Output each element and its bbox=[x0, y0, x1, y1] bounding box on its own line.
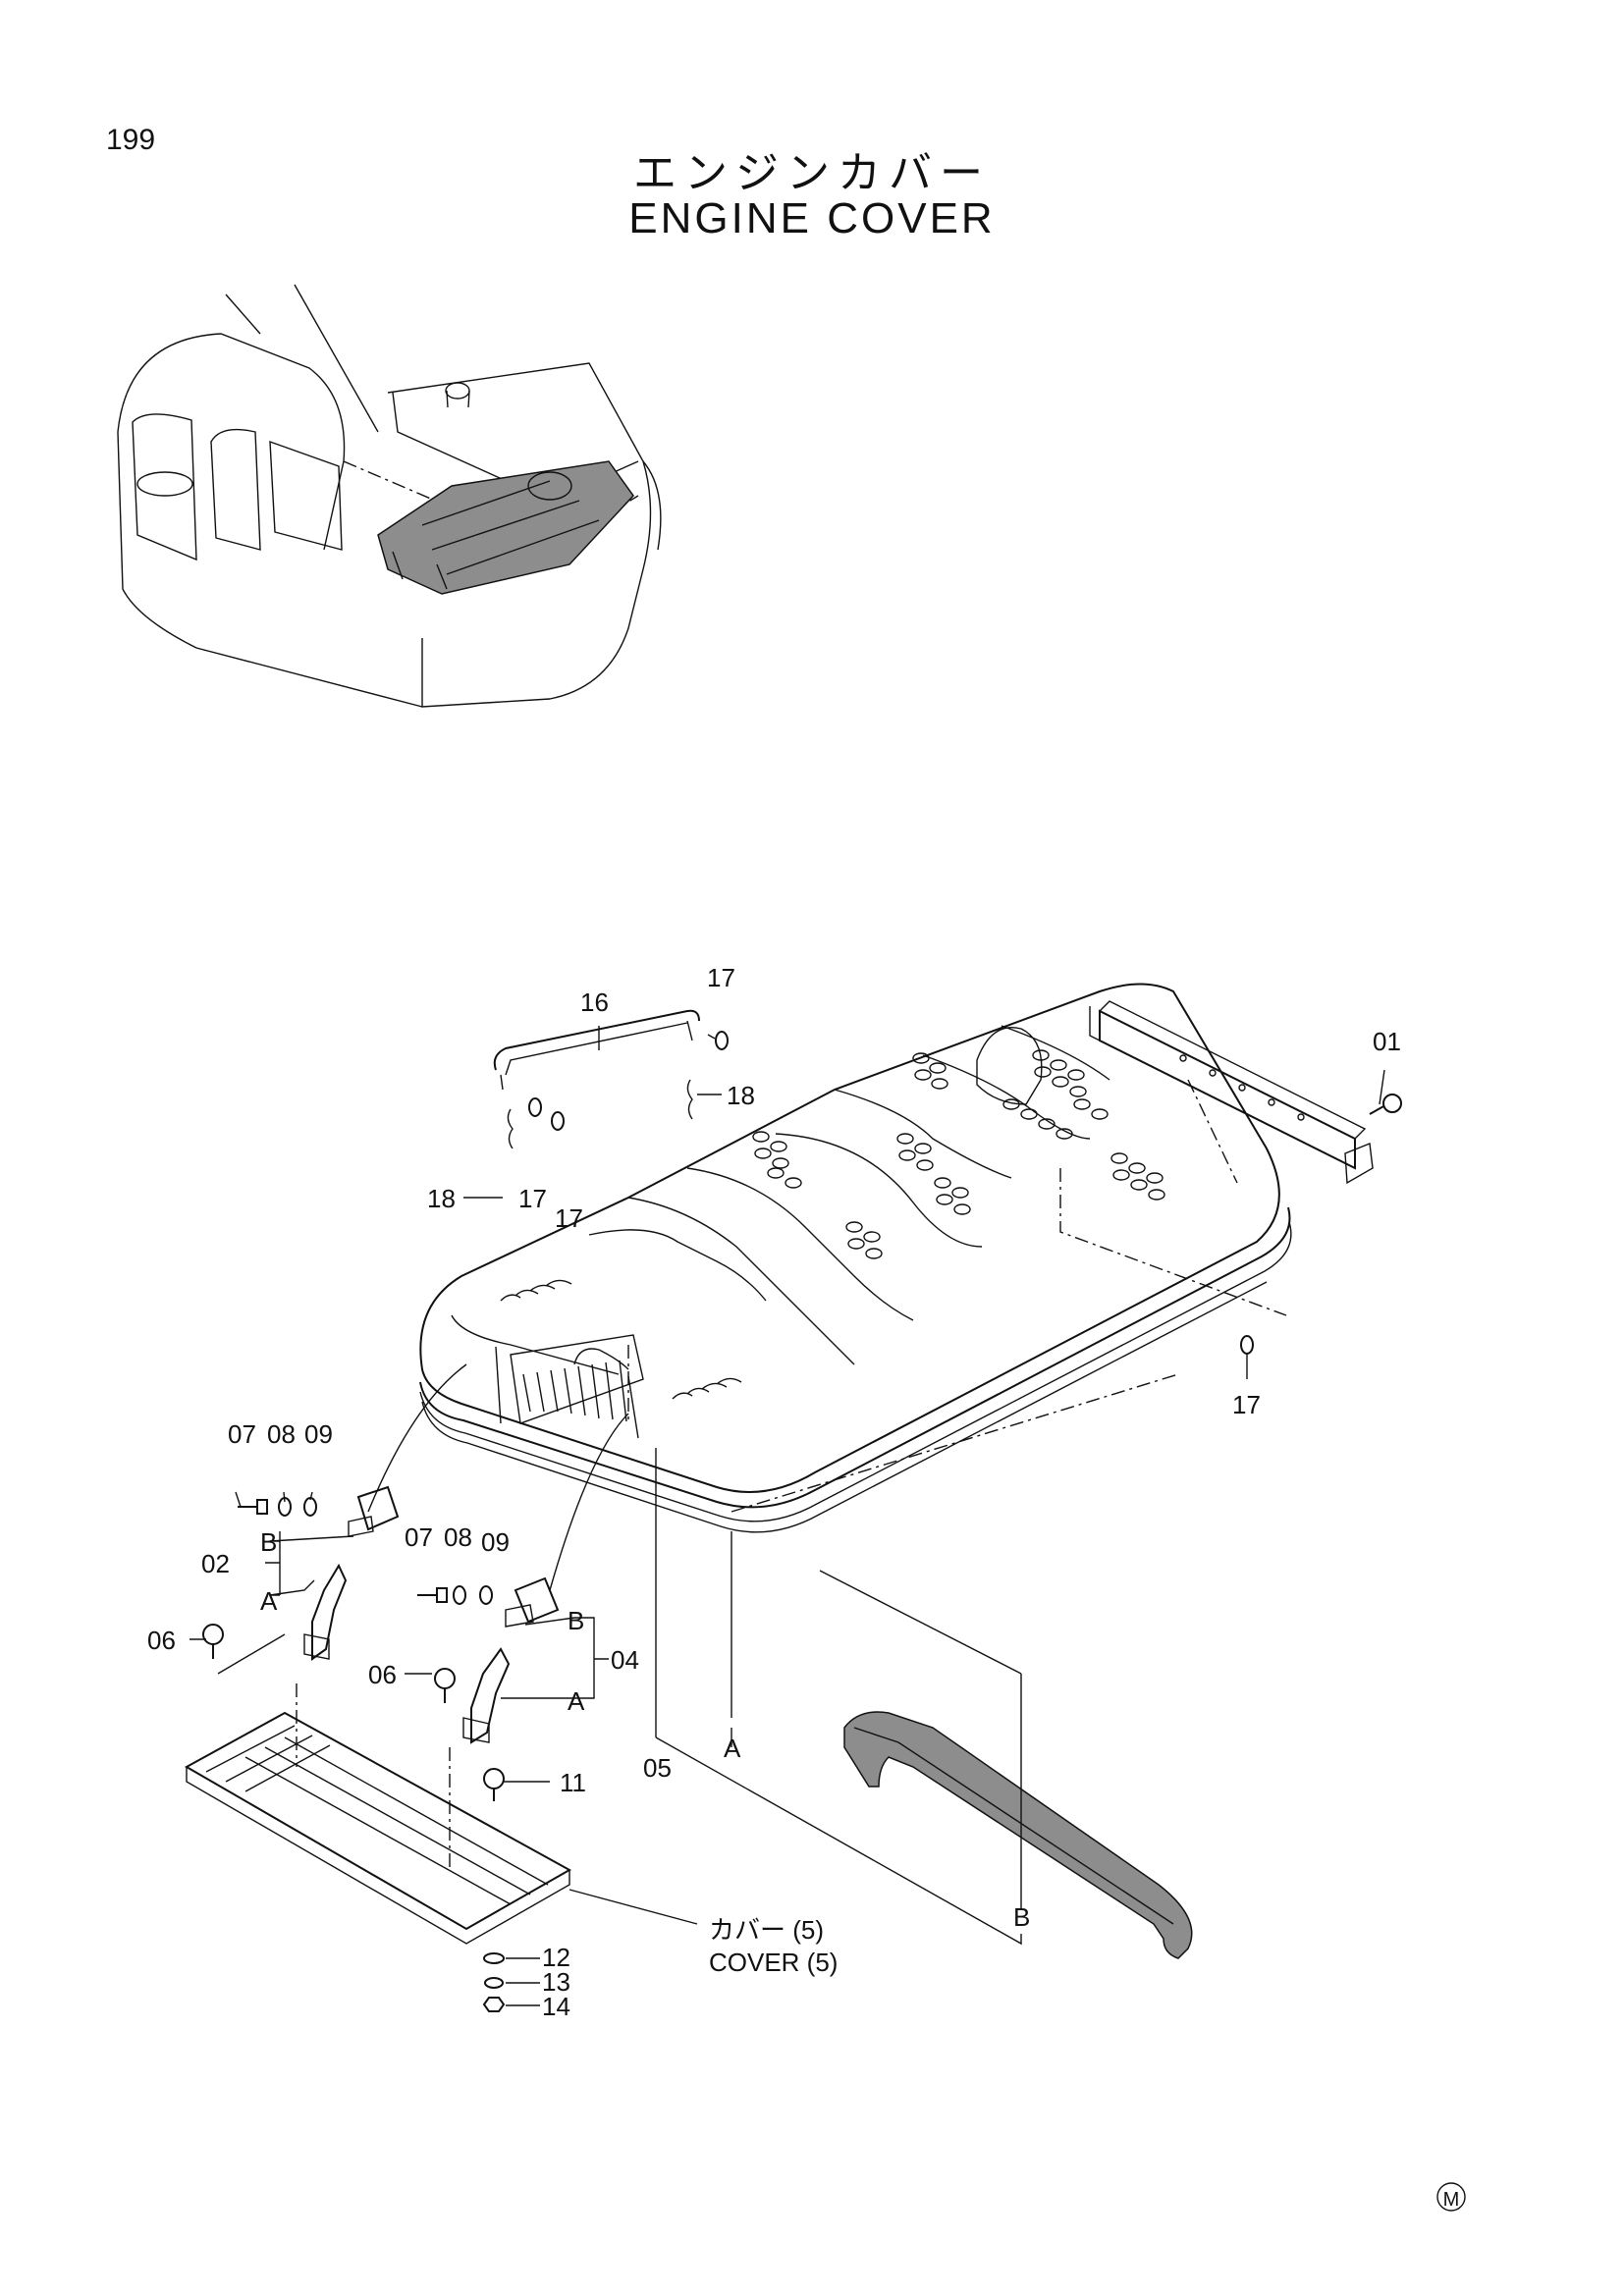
callout-13: 13 bbox=[542, 1967, 570, 1997]
washer-17-icon bbox=[715, 1031, 729, 1050]
cover-vents bbox=[500, 1279, 742, 1422]
callout-08: 08 bbox=[444, 1522, 472, 1552]
cover-label-english: COVER (5) bbox=[709, 1948, 838, 1977]
callout-05: 05 bbox=[643, 1753, 672, 1783]
callout-17: 17 bbox=[518, 1184, 547, 1213]
cotter-pin-18-icon bbox=[686, 1079, 693, 1120]
washer-13-icon bbox=[484, 1977, 504, 1989]
callout-18: 18 bbox=[427, 1184, 456, 1213]
ref-b: B bbox=[568, 1606, 584, 1635]
callout-14: 14 bbox=[542, 1992, 570, 2021]
callout-09: 09 bbox=[481, 1527, 510, 1557]
callout-06: 06 bbox=[368, 1660, 397, 1689]
callout-12: 12 bbox=[542, 1943, 570, 1972]
cotter-pin-18-icon bbox=[507, 1108, 514, 1149]
callout-18: 18 bbox=[727, 1081, 755, 1110]
ref-a: A bbox=[724, 1734, 741, 1763]
hinge-latch-02 bbox=[303, 1485, 400, 1661]
callout-01: 01 bbox=[1373, 1027, 1401, 1056]
callout-06: 06 bbox=[147, 1626, 176, 1655]
mounting-bracket-rail bbox=[1089, 1000, 1374, 1185]
page-title-english: ENGINE COVER bbox=[628, 194, 996, 242]
leader-lines bbox=[189, 1026, 1385, 2006]
nut-14-icon bbox=[482, 1997, 506, 2012]
ref-a: A bbox=[260, 1586, 278, 1616]
callout-08: 08 bbox=[267, 1419, 296, 1449]
callout-17: 17 bbox=[1232, 1390, 1261, 1419]
washer-09-icon bbox=[303, 1497, 317, 1517]
tray-cover-5 bbox=[184, 1683, 572, 1945]
ref-a: A bbox=[568, 1686, 585, 1716]
callout-07: 07 bbox=[405, 1522, 433, 1552]
excavator-overview-illustration bbox=[117, 284, 662, 708]
washer-09-icon bbox=[479, 1585, 493, 1605]
callout-17: 17 bbox=[707, 963, 735, 992]
callout-02: 02 bbox=[201, 1549, 230, 1578]
callout-17: 17 bbox=[555, 1203, 583, 1233]
callout-11: 11 bbox=[560, 1768, 586, 1797]
ref-b: B bbox=[1013, 1902, 1030, 1932]
svg-text:M: M bbox=[1443, 2189, 1460, 2211]
page-title-japanese: エンジンカバー bbox=[633, 148, 991, 198]
part-callouts: 16 17 18 18 17 17 01 17 07 08 09 02 B A … bbox=[147, 963, 1401, 2021]
seal-strip-b bbox=[843, 1711, 1193, 1959]
callout-07: 07 bbox=[228, 1419, 256, 1449]
washer-17-icon bbox=[528, 1097, 542, 1117]
support-rod-16 bbox=[493, 1009, 700, 1091]
fasteners bbox=[202, 1031, 1402, 2012]
callout-16: 16 bbox=[580, 988, 609, 1017]
engine-cover-body bbox=[419, 983, 1292, 1533]
model-mark: M bbox=[1436, 2182, 1466, 2212]
cover-holes bbox=[752, 1027, 1165, 1259]
page-number: 199 bbox=[106, 124, 156, 156]
cover-label-japanese: カバー (5) bbox=[709, 1915, 824, 1945]
washer-12-icon bbox=[483, 1952, 505, 1964]
ref-b: B bbox=[260, 1527, 277, 1557]
hinge-latch-04 bbox=[462, 1576, 560, 1744]
callout-09: 09 bbox=[304, 1419, 333, 1449]
washer-17-icon bbox=[1240, 1335, 1254, 1355]
callout-04: 04 bbox=[611, 1645, 639, 1675]
washer-17-icon bbox=[551, 1111, 565, 1131]
washer-08-icon bbox=[453, 1585, 466, 1605]
